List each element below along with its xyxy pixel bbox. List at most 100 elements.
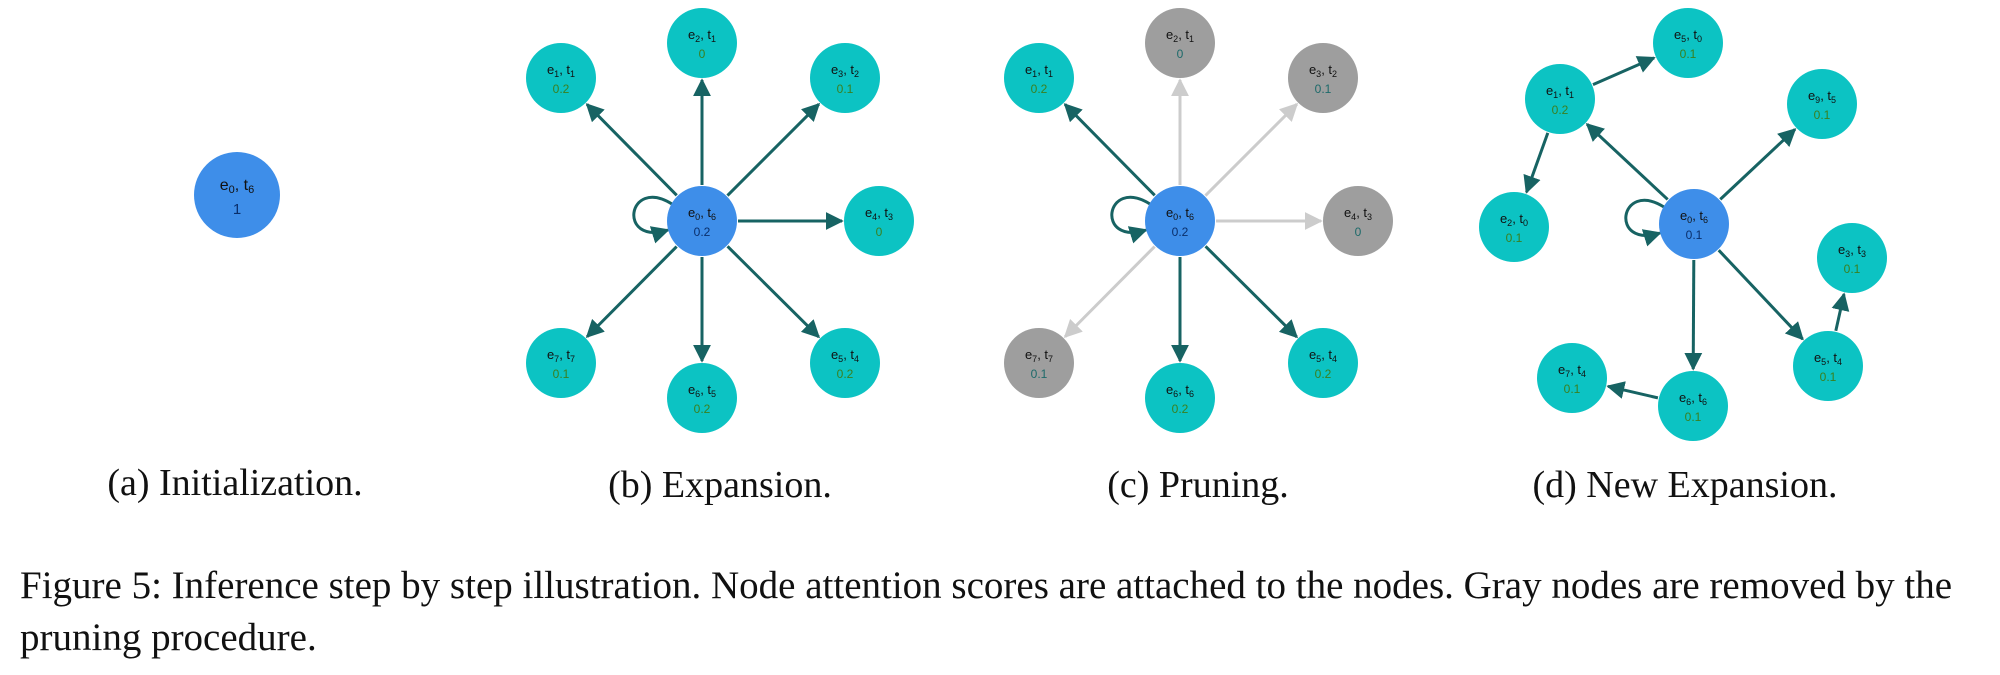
node-label: e2, t0 [1500,211,1528,228]
node-score: 0.1 [837,82,854,96]
node-score: 0 [1177,47,1184,61]
node-circle [1787,69,1857,139]
node-circle [194,152,280,238]
node-score: 0.1 [1506,231,1523,245]
nodes: e0, t6 0.2 e1, t10.2 e2, t10 e3, t20.1 e4, t3… [1004,8,1393,433]
node-e6-t6: e6, t6 0.2 [1145,363,1215,433]
edge-c-n9 [1719,128,1797,201]
edge-c-n5 [726,245,821,339]
node-score: 0.2 [694,225,711,239]
node-score: 0.1 [1685,410,1702,424]
node-circle [1145,8,1215,78]
node-circle [1323,186,1393,256]
node-circle [1653,8,1723,78]
node-circle [810,43,880,113]
node-label: e4, t3 [865,205,893,222]
node-score: 0.2 [1315,367,1332,381]
panel-caption: (b) Expansion. [608,464,832,506]
edge-n1-n50 [1592,56,1656,86]
node-label: e5, t0 [1674,27,1702,44]
node-e4-t3: e4, t3 0 [844,186,914,256]
edge-c-n5 [1717,249,1804,341]
node-e2-t1: e2, t10 [1145,8,1215,78]
nodes: e0, t6 1 [194,152,280,238]
node-circle [667,8,737,78]
node-score: 0.1 [1564,382,1581,396]
edge-c-n3 [1204,102,1299,197]
node-e1-t1: e1, t10.2 [526,43,596,113]
node-circle [1288,328,1358,398]
edge-n5-n3 [1831,292,1850,332]
node-label: e0, t6 [1680,208,1708,225]
node-e6-t6: e6, t60.1 [1658,371,1728,441]
node-circle [1479,192,1549,262]
edge-c-n5 [1204,245,1299,339]
node-label: e6, t6 [1166,382,1194,399]
node-label: e0, t6 [688,205,716,222]
node-score: 0.1 [1315,82,1332,96]
edge-c-n1 [1585,123,1669,201]
node-e2-t1: e2, t1 0 [667,8,737,78]
node-label: e5, t4 [1309,347,1337,364]
node-label: e9, t5 [1808,88,1836,105]
node-label: e7, t7 [1025,347,1053,364]
node-score: 0.2 [553,82,570,96]
edge-n1-n2 [1523,132,1550,194]
node-e1-t1: e1, t10.2 [1004,43,1074,113]
node-label: e2, t1 [688,27,716,44]
node-e5-t4: e5, t4 0.2 [810,328,880,398]
node-e7-t4: e7, t4 0.1 [1537,343,1607,413]
node-circle [526,43,596,113]
node-score: 0.1 [1814,108,1831,122]
node-e7-t7: e7, t7 0.1 [1004,328,1074,398]
edge-c-n7 [585,245,678,339]
figure-caption: Figure 5: Inference step by step illustr… [20,564,1953,659]
node-label: e7, t4 [1558,362,1586,379]
node-score: 0.2 [1172,402,1189,416]
node-score: 0.2 [694,402,711,416]
node-label: e5, t4 [831,347,859,364]
node-score: 0.2 [837,367,854,381]
node-e3-t2: e3, t20.1 [810,43,880,113]
node-score: 0.1 [1844,262,1861,276]
node-label: e5, t4 [1814,350,1842,367]
node-circle [1793,331,1863,401]
node-e0-t6: e0, t6 0.2 [667,186,737,256]
node-label: e0, t6 [1166,205,1194,222]
self-loop-edge [1624,198,1665,247]
self-loop-edge [1110,195,1151,244]
node-score: 0.2 [1552,103,1569,117]
panel-caption: (d) New Expansion. [1533,464,1838,506]
node-label: e1, t1 [1546,83,1574,100]
edge-c-n1 [1063,103,1156,197]
node-score: 0.1 [1031,367,1048,381]
node-e1-t1: e1, t1 0.2 [1525,64,1595,134]
node-score: 0 [876,225,883,239]
node-label: e7, t7 [547,347,575,364]
node-e5-t4: e5, t40.1 [1793,331,1863,401]
node-circle [1817,223,1887,293]
edge-c-n6 [1684,259,1703,371]
node-circle [1525,64,1595,134]
node-e9-t5: e9, t5 0.1 [1787,69,1857,139]
edges [1063,78,1323,363]
node-score: 0 [699,47,706,61]
node-circle [1145,363,1215,433]
self-loop-edge [632,195,673,244]
panel-pruning: e0, t6 0.2 e1, t10.2 e2, t10 e3, t20.1 e4, t3… [1004,8,1393,506]
node-score: 1 [233,201,241,218]
node-e4-t3: e4, t30 [1323,186,1393,256]
node-circle [667,363,737,433]
node-score: 0.1 [1680,47,1697,61]
node-e3-t2: e3, t20.1 [1288,43,1358,113]
edge-c-n3 [726,102,821,197]
panel-caption: (c) Pruning. [1107,464,1289,506]
node-score: 0.2 [1172,225,1189,239]
edges [1523,56,1850,400]
node-circle [1658,371,1728,441]
node-label: e0, t6 [220,177,255,196]
node-circle [1288,43,1358,113]
edge-c-n7 [1063,245,1156,339]
